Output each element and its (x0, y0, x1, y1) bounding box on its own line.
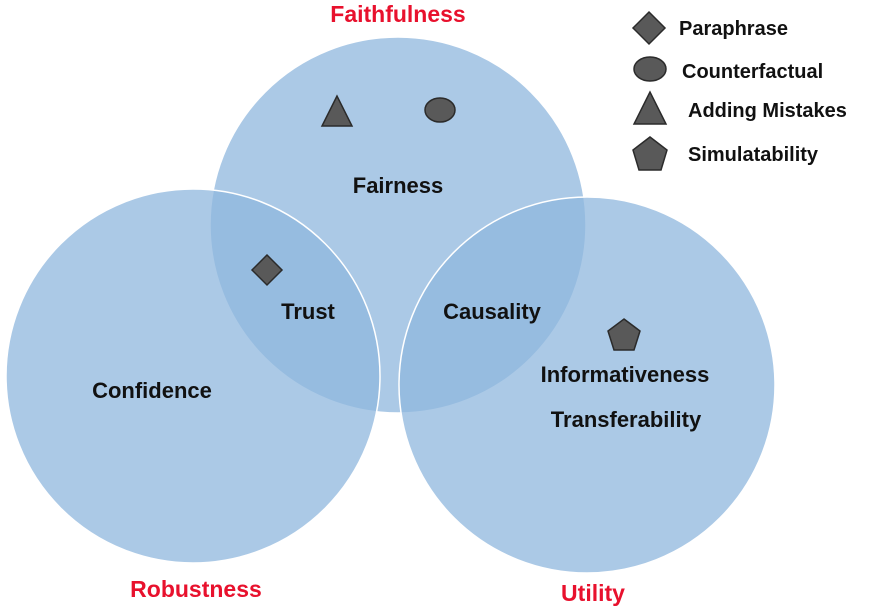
venn-circles (5, 36, 776, 574)
triangle-icon (320, 94, 354, 127)
transferability-label: Transferability (551, 407, 702, 432)
utility-circle (398, 196, 776, 574)
pentagon-icon (607, 318, 641, 351)
legend-item-label: Paraphrase (679, 18, 788, 40)
trust-label: Trust (281, 299, 335, 324)
legend-item-label: Simulatability (688, 144, 819, 166)
causality-label: Causality (443, 299, 542, 324)
legend-item-label: Counterfactual (682, 61, 823, 83)
robustness-circle (5, 188, 381, 564)
legend: Paraphrase Counterfactual Adding Mistake… (631, 10, 847, 171)
legend-pentagon-icon (632, 136, 668, 171)
informativeness-label: Informativeness (541, 362, 710, 387)
legend-ellipse-icon (633, 56, 667, 82)
fairness-label: Fairness (353, 173, 444, 198)
robustness-label: Robustness (130, 576, 262, 602)
diamond-icon (250, 253, 284, 287)
utility-label: Utility (561, 580, 625, 606)
legend-item-label: Adding Mistakes (688, 100, 847, 122)
faithfulness-label: Faithfulness (330, 1, 465, 27)
confidence-label: Confidence (92, 378, 212, 403)
legend-diamond-icon (631, 10, 667, 46)
legend-triangle-icon (632, 90, 668, 125)
ellipse-icon (424, 97, 456, 123)
